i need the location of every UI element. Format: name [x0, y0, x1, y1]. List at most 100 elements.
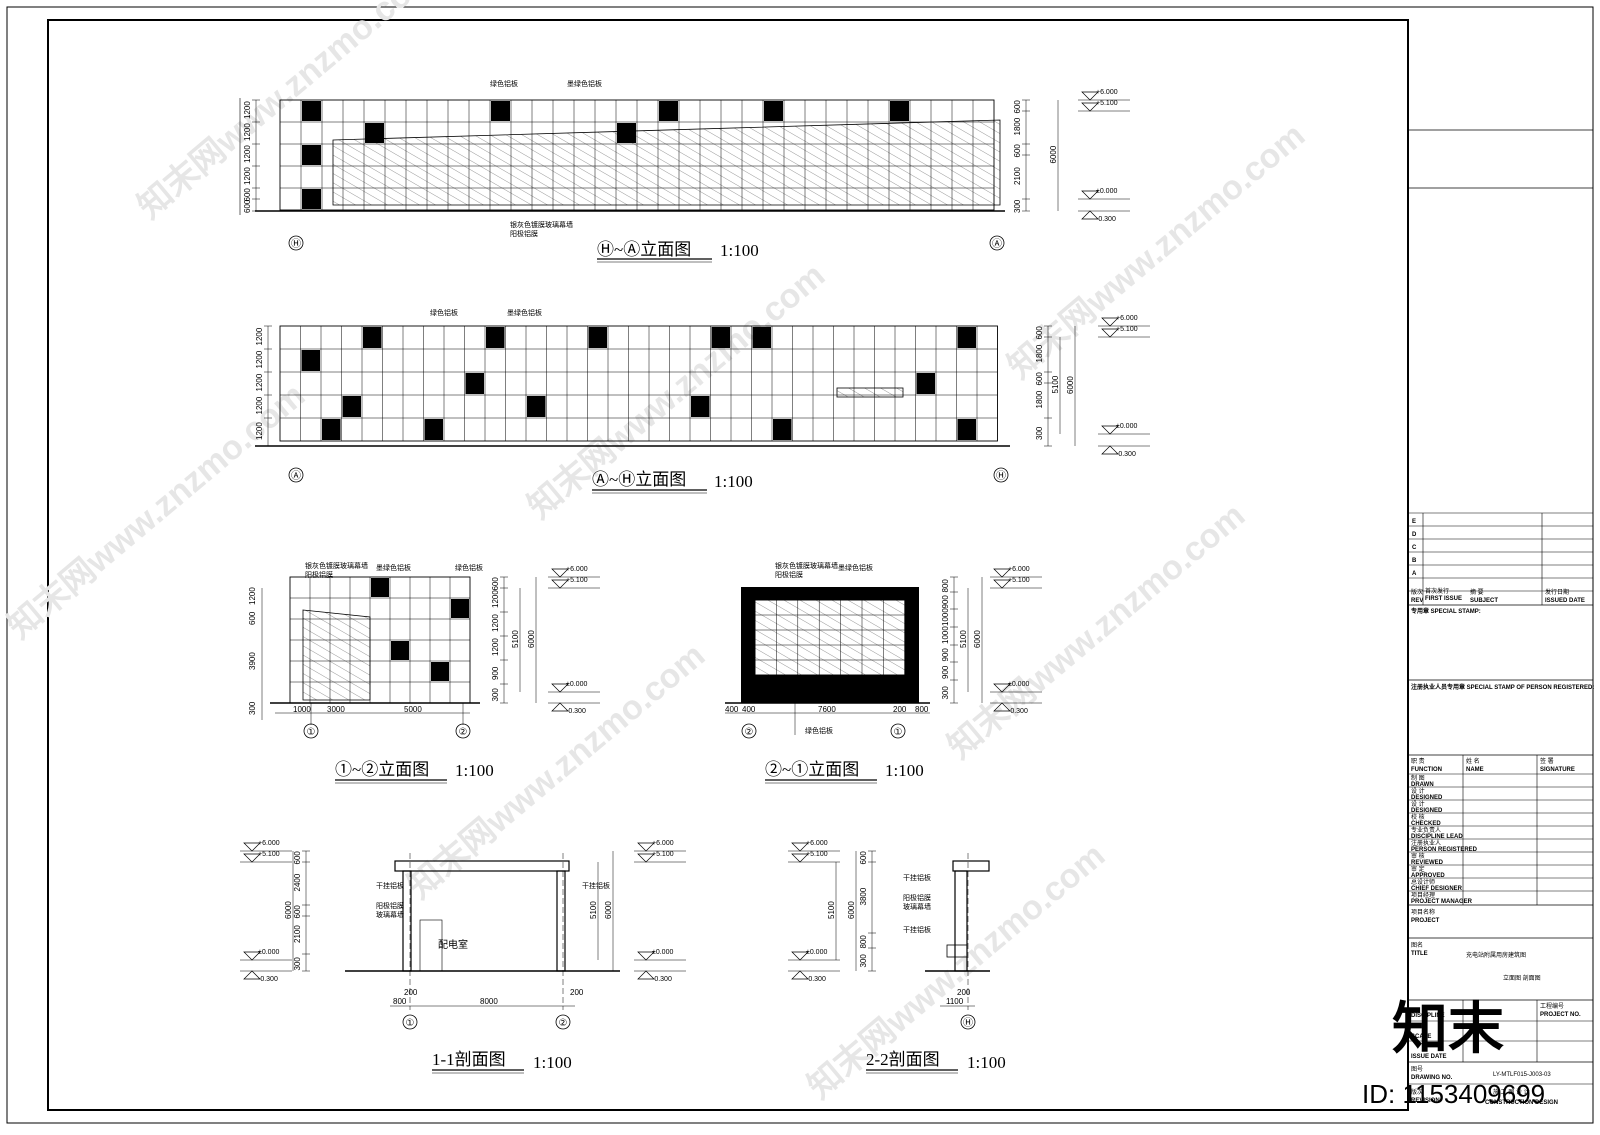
dark-green-panel [451, 599, 469, 618]
level-symbol [637, 970, 655, 980]
dim-text: 1200 [255, 373, 264, 391]
role-en: PROJECT MANAGER [1411, 899, 1473, 905]
dark-green-panel [491, 101, 510, 121]
dim: 3000 [327, 705, 345, 714]
dim: 400 [725, 705, 739, 714]
dim-text: 1200 [255, 327, 264, 345]
roof-slab [952, 860, 990, 872]
level-symbol [637, 951, 655, 961]
issue-date-label: ISSUE DATE [1411, 1054, 1447, 1060]
role-en: DESIGNED [1411, 808, 1443, 814]
dim-total: 6000 [527, 630, 536, 648]
rev: REV [1411, 598, 1423, 604]
panel-grid [754, 599, 906, 676]
dim-text: 900 [941, 595, 950, 609]
level-symbol [637, 842, 655, 852]
dark-green-panel [302, 145, 321, 165]
title-value-2: 立面图 剖面图 [1503, 974, 1541, 982]
person-stamp: 注册执业人员专用章 SPECIAL STAMP OF PERSON REGIST… [1411, 683, 1594, 691]
dim-text: 600 [243, 188, 252, 202]
level-symbol [1101, 317, 1119, 327]
dim: 200 [893, 705, 907, 714]
issued: ISSUED DATE [1545, 598, 1585, 604]
rev-letter: D [1412, 532, 1417, 538]
note-green-panel: 绿色铝板 [455, 563, 483, 572]
role-cn: 注册执业人 [1411, 839, 1441, 847]
dim: 600 [248, 611, 257, 625]
role-en: APPROVED [1411, 873, 1445, 879]
level-symbol [1081, 210, 1099, 220]
level-text: +6.000 [258, 840, 280, 847]
view-scale: 1:100 [714, 472, 753, 491]
note-glass: 银灰色镀膜玻璃幕墙 [305, 561, 368, 570]
view-title: ①~②立面图 [335, 760, 429, 779]
level-symbol [1101, 425, 1119, 435]
level-text: -0.300 [1096, 216, 1116, 223]
stage-cn: 施 工 图 设 计 [1493, 1088, 1530, 1096]
project-cn: 项目名称 [1411, 908, 1435, 916]
note-panel: 干挂铝板 [903, 925, 931, 934]
dim-total: 5100 [959, 630, 968, 648]
roof-slab [394, 860, 570, 872]
dim-text: 300 [1013, 199, 1022, 213]
dim-text: 3800 [859, 887, 868, 905]
axis-label: Ⓐ [291, 470, 301, 482]
dim-text: 300 [491, 688, 500, 702]
role-cn: 审 核 [1411, 852, 1425, 860]
subject: SUBJECT [1470, 598, 1498, 604]
revision-cn: 版次 [1411, 1088, 1423, 1096]
axis-label: ② [745, 727, 754, 738]
name-cn: 姓 名 [1466, 757, 1480, 765]
dim-text: 300 [941, 686, 950, 700]
level-text: ±0.000 [1096, 188, 1117, 195]
role-en: DESIGNED [1411, 795, 1443, 801]
note-film: 阳极铝膜 [510, 229, 538, 238]
level-symbol [243, 842, 261, 852]
rev-letter: E [1412, 519, 1416, 525]
dim: 200 [570, 988, 584, 997]
view-title: 1-1剖面图 [432, 1050, 506, 1069]
level-text: +5.100 [1008, 577, 1030, 584]
level-text: +6.000 [1096, 89, 1118, 96]
dim-text: 1800 [1035, 344, 1044, 362]
level-symbol [791, 951, 809, 961]
watermark: 知末网www.znzmo.com [941, 496, 1252, 766]
level-symbol [1081, 91, 1099, 101]
role-cn: 项目经理 [1411, 891, 1435, 899]
dim-text: 800 [859, 935, 868, 949]
axis-label: ② [459, 727, 468, 738]
level-symbol [243, 970, 261, 980]
view-title: Ⓐ~Ⓗ立面图 [592, 470, 686, 489]
axis-label: Ⓗ [996, 470, 1006, 482]
level-text: -0.300 [258, 976, 278, 983]
dim-text: 900 [491, 666, 500, 680]
dim-text: 1200 [491, 614, 500, 632]
dim-text: 1000 [941, 608, 950, 626]
view-title: ②~①立面图 [765, 760, 859, 779]
level-text: ±0.000 [806, 949, 827, 956]
axis-label: ① [406, 1018, 415, 1029]
id-watermark: ID: 1153409699 [1362, 1079, 1545, 1109]
level-text: +6.000 [566, 566, 588, 573]
level-text: -0.300 [1116, 451, 1136, 458]
function: FUNCTION [1411, 767, 1442, 773]
dim: 1100 [946, 997, 964, 1006]
dim: 300 [248, 701, 257, 715]
dim-text: 600 [1013, 100, 1022, 114]
dim-text: 2100 [1013, 167, 1022, 185]
dim-total: 6000 [1049, 145, 1058, 163]
note-dark-green-panel: 墨绿色铝板 [838, 563, 873, 572]
role-cn: 设 计 [1411, 787, 1425, 795]
level-text: ±0.000 [258, 949, 279, 956]
dark-green-panel [302, 101, 321, 121]
dim: 8000 [480, 997, 498, 1006]
watermark: 知末网www.znzmo.com [1001, 116, 1312, 386]
panel-grid [289, 576, 471, 704]
stage: CONSTRUCTION DESIGN [1485, 1100, 1558, 1106]
dark-green-panel [659, 101, 678, 121]
